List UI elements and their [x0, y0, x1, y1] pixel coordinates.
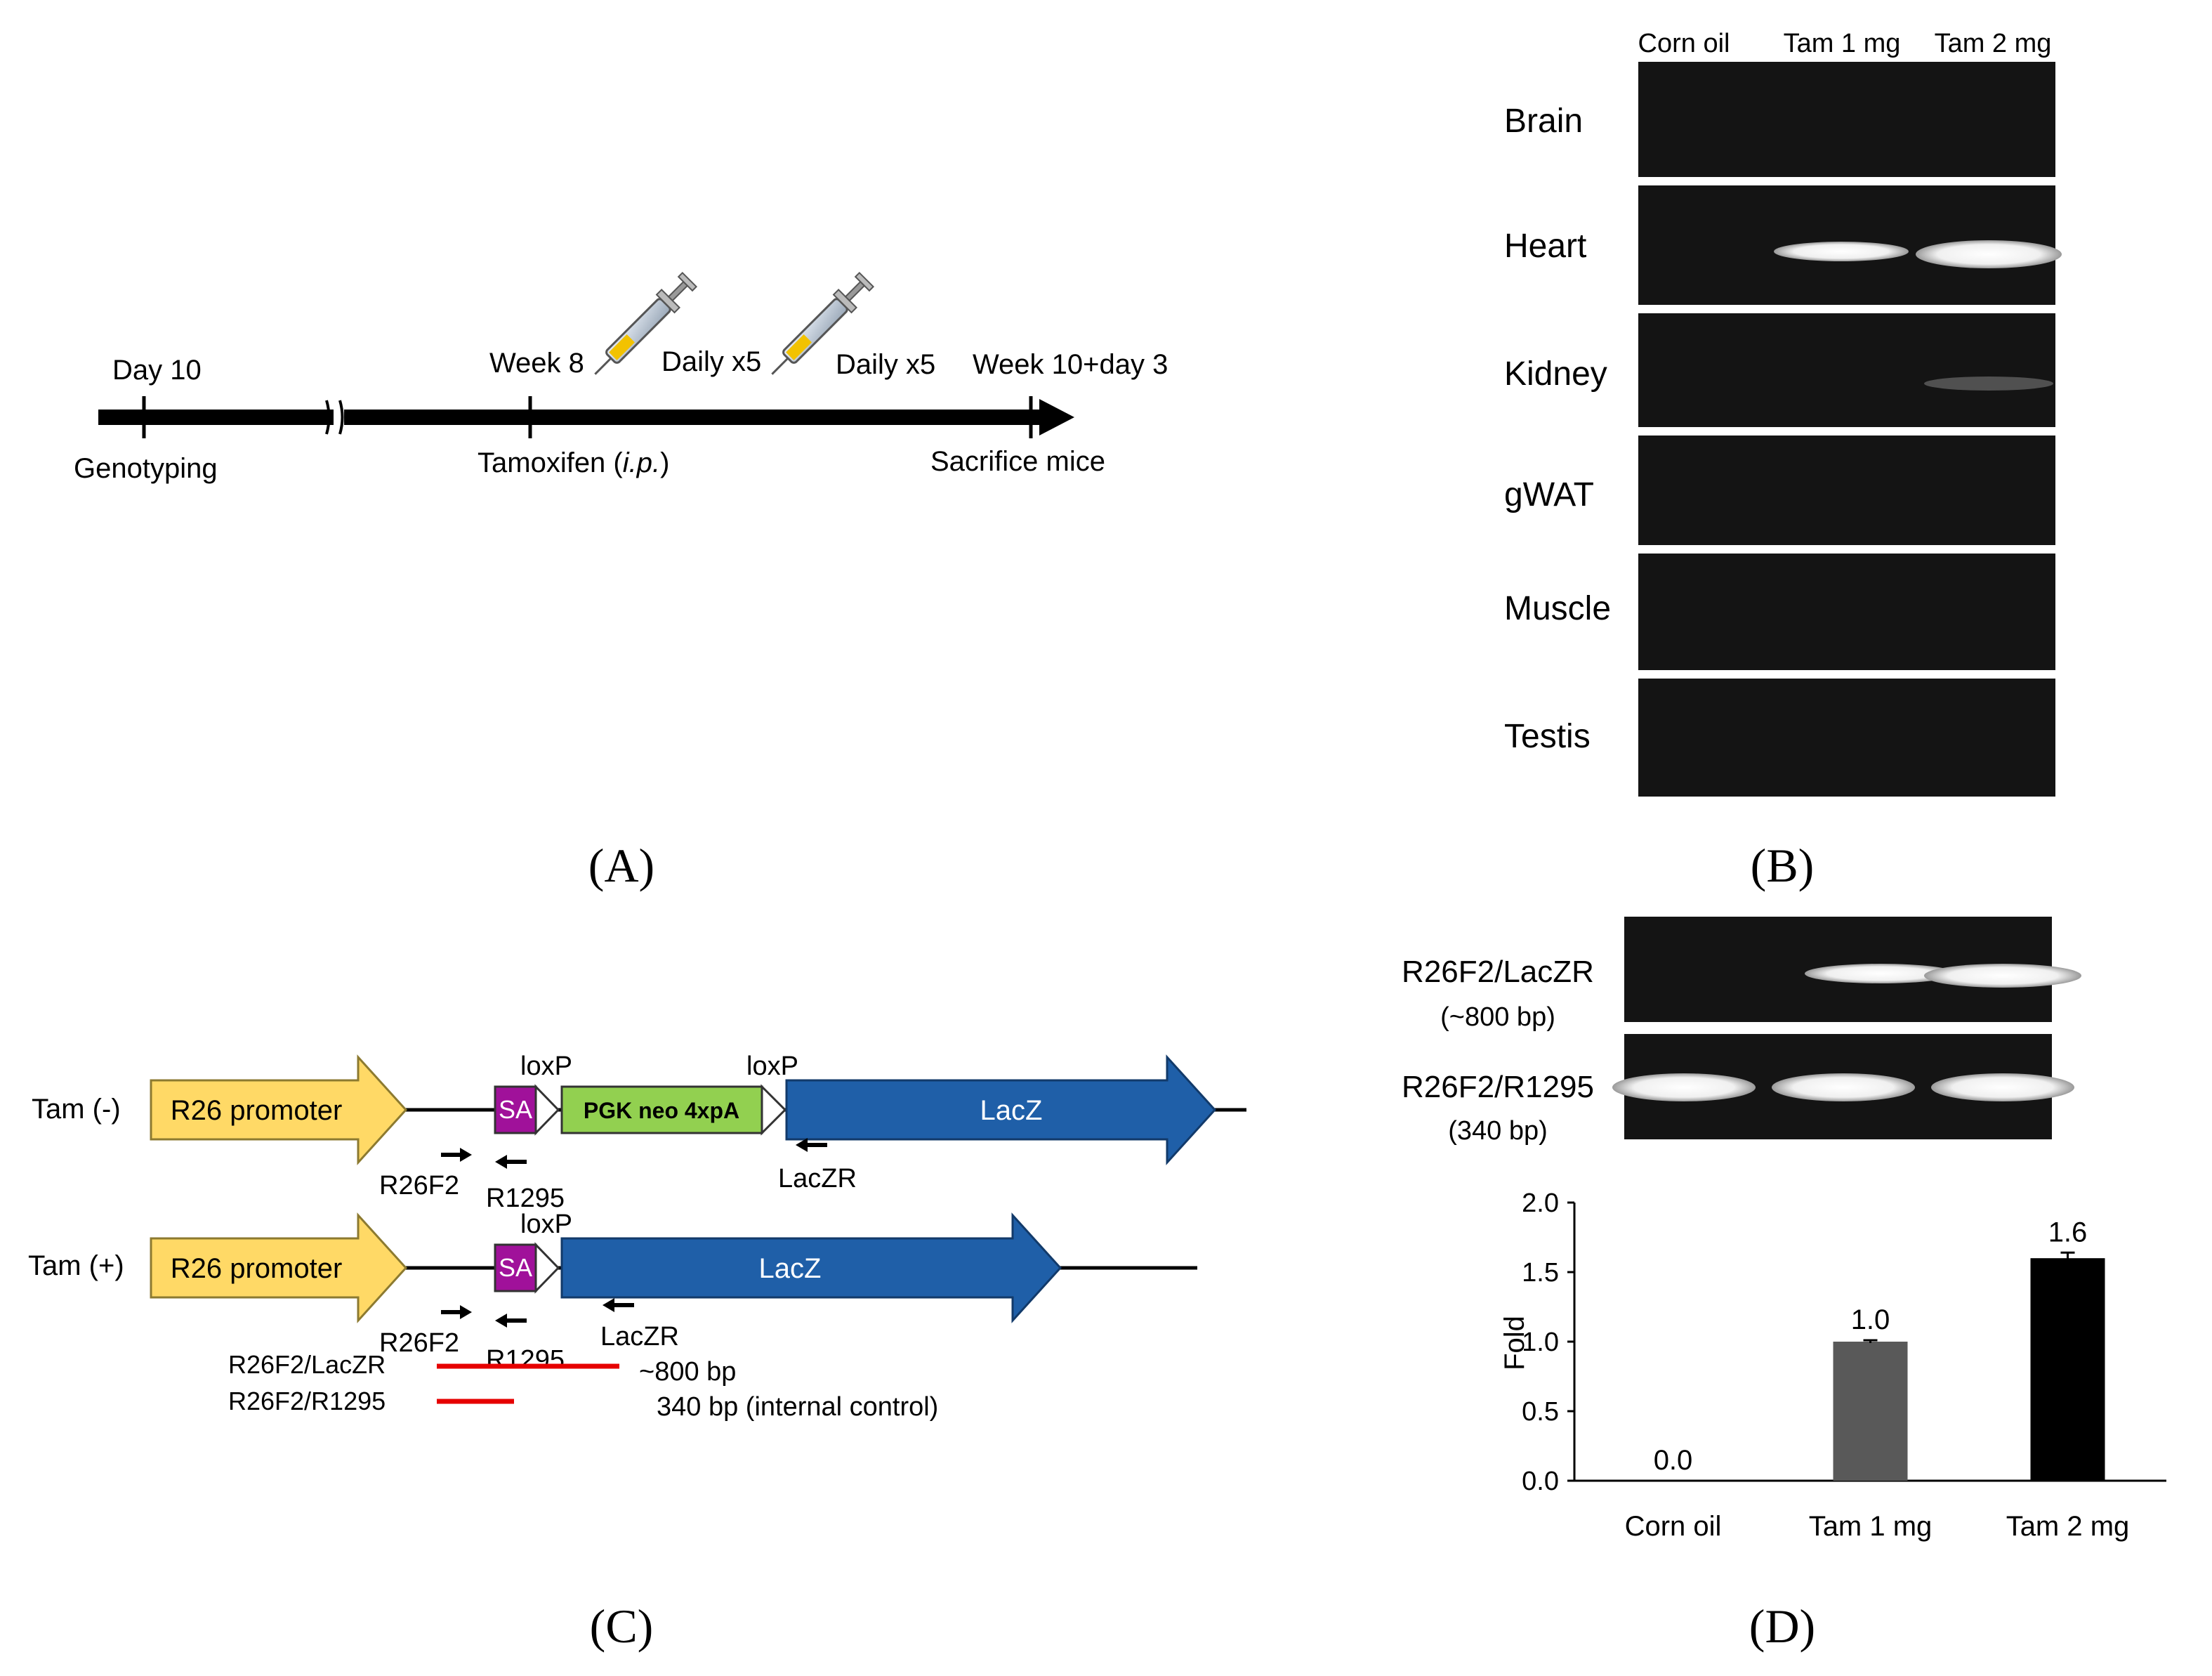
y-tick-label: 2.0 [1522, 1189, 1559, 1218]
label-daily-1: Daily x5 [661, 346, 761, 377]
y-tick-label: 1.0 [1522, 1328, 1559, 1357]
label-tam-minus: Tam (-) [32, 1094, 121, 1125]
primer-arrows-minus [441, 1138, 827, 1169]
lacz-label-plus: LacZ [759, 1253, 822, 1284]
gel-brain [1638, 62, 2055, 177]
label-daily-2: Daily x5 [836, 349, 935, 380]
legend-800bp: ~800 bp [639, 1357, 736, 1387]
loxp-triangle-2 [761, 1084, 787, 1136]
data-label: 0.0 [1654, 1445, 1693, 1476]
label-day10: Day 10 [112, 355, 202, 386]
sa-label-minus: SA [499, 1095, 532, 1124]
x-category-label: Tam 1 mg [1809, 1511, 1933, 1542]
loxp-triangle-1 [534, 1084, 560, 1136]
laczr-label-minus: LacZR [778, 1164, 857, 1193]
pgk-neo-label: PGK neo 4xpA [584, 1098, 739, 1123]
tissue-label-heart: Heart [1504, 228, 1586, 265]
gel1-label: R26F2/LacZR [1402, 955, 1594, 989]
tissue-label-kidney: Kidney [1504, 355, 1607, 393]
x-category-label: Corn oil [1625, 1511, 1722, 1542]
label-week10: Week 10+day 3 [973, 349, 1168, 380]
r26-promoter-arrow-plus [150, 1212, 408, 1323]
gel-gwat [1638, 436, 2055, 545]
y-tick-label: 0.0 [1522, 1467, 1559, 1496]
sa-label-plus: SA [499, 1253, 532, 1282]
gel2-size: (340 bp) [1448, 1116, 1548, 1146]
lacz-label-minus: LacZ [980, 1095, 1043, 1126]
y-tick-label: 1.5 [1522, 1258, 1559, 1288]
data-label: 1.0 [1851, 1304, 1890, 1335]
panel-d-gels: R26F2/LacZR (~800 bp) R26F2/R1295 (340 b… [1402, 917, 2081, 1146]
panel-b-gels: Corn oil Tam 1 mg Tam 2 mg Brain Heart K… [1504, 29, 2062, 797]
label-sacrifice: Sacrifice mice [930, 446, 1105, 477]
r26-promoter-label-minus: R26 promoter [171, 1095, 343, 1126]
gel-testis [1638, 679, 2055, 797]
loxp-label-2: loxP [746, 1052, 798, 1081]
loxp-triangle-3 [534, 1242, 560, 1294]
r1295-label-plus: R1295 [486, 1345, 565, 1375]
panel-label-d: (D) [1749, 1599, 1815, 1653]
tissue-label-brain: Brain [1504, 103, 1583, 140]
band-r1295-corn [1612, 1073, 1756, 1101]
panel-a-timeline: Day 10 Genotyping Week 8 Tamoxifen (i.p.… [74, 271, 1168, 484]
legend-r26f2-r1295: R26F2/R1295 [228, 1387, 386, 1415]
gel1-size: (~800 bp) [1440, 1002, 1555, 1032]
panel-c-construct: Tam (-) R26 promoter SA loxP PGK neo 4xp… [28, 1052, 1246, 1422]
primer-arrows-plus [441, 1298, 634, 1328]
r26-promoter-arrow-minus [150, 1054, 408, 1165]
band-heart-tam2 [1916, 240, 2062, 268]
panel-label-a: (A) [588, 839, 654, 892]
legend-340bp: 340 bp (internal control) [657, 1392, 938, 1422]
band-r1295-tam2 [1931, 1073, 2074, 1101]
band-heart-tam1 [1774, 242, 1909, 261]
sa-box-plus [494, 1243, 537, 1292]
label-genotyping: Genotyping [74, 453, 218, 484]
legend-r26f2-laczr: R26F2/LacZR [228, 1350, 386, 1379]
timeline-break-icon [325, 400, 344, 435]
r26f2-label-plus: R26F2 [379, 1328, 459, 1358]
label-tamoxifen: Tamoxifen (i.p.) [478, 447, 669, 478]
timeline-arrowhead [1039, 399, 1074, 436]
loxp-label-3: loxP [520, 1210, 572, 1239]
band-r1295-tam1 [1772, 1073, 1915, 1101]
syringe-icon-1 [594, 271, 698, 375]
gel2-label: R26F2/R1295 [1402, 1070, 1594, 1104]
laczr-label-plus: LacZR [600, 1322, 679, 1351]
loxp-label-1: loxP [520, 1052, 572, 1081]
lane-label-tam-2mg: Tam 2 mg [1935, 29, 2052, 58]
tissue-label-gwat: gWAT [1504, 476, 1594, 513]
lacz-arrow-minus [785, 1054, 1217, 1165]
r26f2-label-minus: R26F2 [379, 1171, 459, 1200]
r1295-label-minus: R1295 [486, 1184, 565, 1213]
bar [1833, 1342, 1908, 1481]
band-laczr-tam1 [1805, 964, 1956, 983]
gel-muscle [1638, 554, 2055, 670]
lacz-arrow-plus [560, 1212, 1062, 1323]
bar [2030, 1258, 2105, 1481]
r26-promoter-label-plus: R26 promoter [171, 1253, 343, 1284]
panel-label-c: (C) [590, 1599, 654, 1653]
tissue-label-muscle: Muscle [1504, 590, 1611, 627]
x-category-label: Tam 2 mg [2006, 1511, 2130, 1542]
tissue-label-testis: Testis [1504, 718, 1591, 755]
lane-label-tam-1mg: Tam 1 mg [1784, 29, 1901, 58]
data-label: 1.6 [2048, 1217, 2088, 1248]
gel-kidney [1638, 313, 2055, 427]
lane-label-corn-oil: Corn oil [1638, 29, 1730, 58]
syringe-icon-2 [771, 271, 875, 375]
panel-label-b: (B) [1751, 839, 1815, 892]
y-axis-label: Fold [1499, 1316, 1530, 1370]
label-tam-plus: Tam (+) [28, 1250, 124, 1281]
band-laczr-tam2 [1924, 964, 2081, 988]
label-week8: Week 8 [489, 348, 584, 379]
band-kidney-tam2 [1924, 377, 2053, 391]
y-tick-label: 0.5 [1522, 1397, 1559, 1427]
